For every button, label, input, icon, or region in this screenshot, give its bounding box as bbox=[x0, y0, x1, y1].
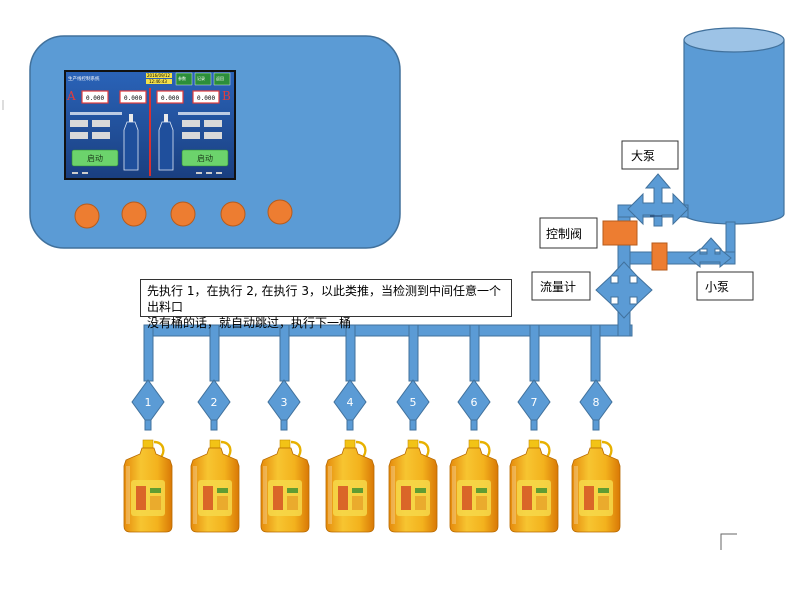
hmi-reading: 0.000 bbox=[197, 95, 215, 102]
outlet-number: 2 bbox=[211, 396, 218, 409]
hmi-date: 2016/09/12 bbox=[147, 73, 171, 78]
flow-meter-symbol bbox=[595, 261, 653, 319]
big-pump-label-box bbox=[621, 140, 679, 170]
hmi-reading-box bbox=[81, 90, 109, 104]
hmi-reading: 0.000 bbox=[86, 95, 104, 102]
hmi-records-button[interactable] bbox=[194, 72, 212, 86]
small-pump-label-box bbox=[696, 271, 754, 301]
knob[interactable] bbox=[121, 201, 147, 227]
oil-bottle bbox=[122, 438, 174, 534]
hmi-bottle-right bbox=[158, 114, 174, 171]
hmi-status-boxes bbox=[70, 120, 222, 139]
drop-pipe bbox=[529, 324, 540, 382]
outlet-spout bbox=[280, 419, 288, 431]
hmi-menu-label: 返回 bbox=[216, 75, 224, 81]
flow-meter-label: 流量计 bbox=[540, 280, 576, 294]
knob[interactable] bbox=[267, 199, 293, 225]
outlet-spout bbox=[346, 419, 354, 431]
control-panel: 生产线控制系统 2016/09/12 12:46:43 参数 记录 返回 A B… bbox=[29, 35, 401, 249]
outlet-number: 3 bbox=[281, 396, 288, 409]
hmi-reading: 0.000 bbox=[124, 95, 142, 102]
hmi-reading-box bbox=[156, 90, 184, 104]
drop-pipe bbox=[209, 324, 220, 382]
corner-mark bbox=[720, 533, 737, 550]
hmi-start-button-left[interactable] bbox=[71, 149, 119, 167]
hmi-header-title: 生产线控制系统 bbox=[68, 75, 100, 82]
hmi-time-box bbox=[146, 79, 172, 84]
hmi-start-button-right[interactable] bbox=[181, 149, 229, 167]
oil-bottle bbox=[448, 438, 500, 534]
hmi-bottle-left bbox=[123, 114, 139, 171]
knob[interactable] bbox=[74, 203, 100, 229]
component-labels: 大泵 控制阀 流量计 小泵 bbox=[531, 140, 754, 301]
secondary-valve bbox=[651, 242, 668, 271]
control-valve bbox=[602, 220, 638, 246]
hmi-readings: 0.000 0.000 0.000 0.000 bbox=[81, 90, 220, 104]
drop-pipe bbox=[408, 324, 419, 382]
drop-pipe bbox=[469, 324, 480, 382]
knob[interactable] bbox=[170, 201, 196, 227]
outlet-spout bbox=[592, 419, 600, 431]
outlet-number: 5 bbox=[410, 396, 417, 409]
hmi-start-label-right: 启动 bbox=[197, 153, 213, 163]
hmi-reading-box bbox=[119, 90, 147, 104]
hmi-divider bbox=[149, 88, 151, 176]
outlet-number: 1 bbox=[145, 396, 152, 409]
drop-pipe bbox=[590, 324, 601, 382]
oil-bottle bbox=[508, 438, 560, 534]
sequence-note-line-1: 先执行 1，在执行 2, 在执行 3，以此类推，当检测到中间任意一个出料口 bbox=[147, 284, 501, 314]
flow-meter-label-box bbox=[531, 271, 591, 301]
hmi-reading: 0.000 bbox=[161, 95, 179, 102]
small-pump-label: 小泵 bbox=[705, 280, 729, 294]
drop-pipe bbox=[345, 324, 356, 382]
control-valve-label-box bbox=[539, 217, 598, 249]
big-pump-symbol bbox=[627, 173, 689, 227]
hmi-menu-button[interactable] bbox=[213, 72, 231, 86]
sequence-note: 先执行 1，在执行 2, 在执行 3，以此类推，当检测到中间任意一个出料口 没有… bbox=[140, 279, 512, 330]
filling-outlets: 1 2 3 4 5 6 7 8 bbox=[131, 379, 613, 431]
hmi-records-label: 记录 bbox=[197, 75, 205, 81]
oil-bottle bbox=[387, 438, 439, 534]
big-pump-label: 大泵 bbox=[631, 149, 655, 163]
outlet-number: 6 bbox=[471, 396, 478, 409]
outlet-number: 8 bbox=[593, 396, 600, 409]
drop-pipe bbox=[279, 324, 290, 382]
hmi-start-label-left: 启动 bbox=[87, 153, 103, 163]
hmi-screen[interactable]: 生产线控制系统 2016/09/12 12:46:43 参数 记录 返回 A B… bbox=[64, 70, 236, 180]
hmi-side-b: B bbox=[222, 89, 231, 103]
oil-bottle bbox=[570, 438, 622, 534]
hmi-pipe-left bbox=[70, 112, 122, 115]
hmi-settings-label: 参数 bbox=[178, 75, 186, 81]
small-pump-symbol bbox=[688, 237, 732, 269]
oil-bottle bbox=[324, 438, 376, 534]
storage-tank bbox=[683, 27, 785, 225]
outlet-spout bbox=[470, 419, 478, 431]
oil-bottle bbox=[189, 438, 241, 534]
panel-knobs bbox=[74, 199, 293, 229]
outlet-number: 4 bbox=[347, 396, 354, 409]
hmi-reading-box bbox=[192, 90, 220, 104]
hmi-side-a: A bbox=[66, 89, 76, 103]
outlet-number: 7 bbox=[531, 396, 538, 409]
hmi-date-box bbox=[146, 73, 172, 78]
oil-bottle bbox=[259, 438, 311, 534]
sequence-note-line-2: 没有桶的话，就自动跳过，执行下一桶 bbox=[147, 316, 352, 330]
hmi-pipe-right bbox=[178, 112, 230, 115]
control-valve-label: 控制阀 bbox=[546, 227, 582, 241]
oil-bottles bbox=[122, 438, 622, 534]
hmi-time: 12:46:43 bbox=[149, 79, 167, 84]
outlet-spout bbox=[530, 419, 538, 431]
outlet-spout bbox=[144, 419, 152, 431]
drop-pipe bbox=[143, 324, 154, 382]
outlet-spout bbox=[409, 419, 417, 431]
outlet-spout bbox=[210, 419, 218, 431]
hmi-footer-markers bbox=[72, 172, 222, 174]
hmi-settings-button[interactable] bbox=[175, 72, 193, 86]
knob[interactable] bbox=[220, 201, 246, 227]
